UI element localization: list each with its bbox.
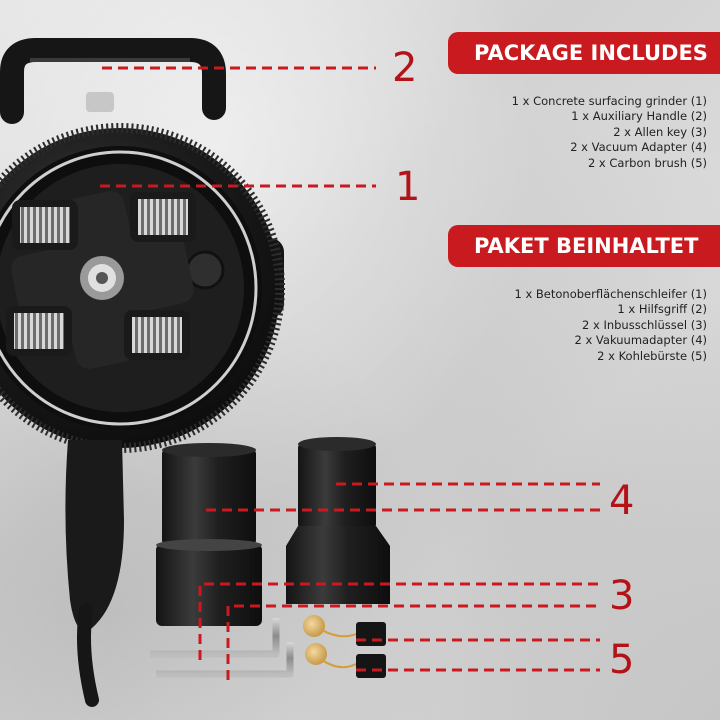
cutter-head <box>12 200 78 250</box>
list-item: 1 x Auxiliary Handle (2) <box>571 109 707 124</box>
allen-key <box>156 642 294 678</box>
list-item: 2 x Inbusschlüssel (3) <box>582 317 707 332</box>
paket-beinhaltet-banner: PAKET BEINHALTET <box>448 225 720 267</box>
list-item: 1 x Betonoberflächenschleifer (1) <box>514 287 707 301</box>
leader-lines <box>100 66 600 680</box>
package-list-en: 1 x Concrete surfacing grinder (1) 1 x A… <box>512 94 707 171</box>
vacuum-adapter <box>286 437 390 604</box>
allen-key <box>150 618 280 658</box>
cutter-head <box>124 310 190 360</box>
carbon-brush <box>305 643 386 678</box>
callout-number-vacuum-adapter: 4 <box>609 478 635 524</box>
leader-line-3a <box>198 582 600 660</box>
carbon-brush <box>303 615 386 646</box>
auxiliary-handle <box>0 38 226 124</box>
list-item: 2 x Kohlebürste (5) <box>597 348 707 363</box>
grinder-handle <box>65 440 124 707</box>
cutter-head <box>6 306 72 356</box>
leader-line-3b <box>226 604 600 680</box>
list-item: 1 x Concrete surfacing grinder (1) <box>511 94 707 108</box>
callout-number-handle: 2 <box>392 45 418 91</box>
callout-number-grinder: 1 <box>395 164 421 210</box>
list-item: 2 x Allen key (3) <box>613 124 707 139</box>
callout-number-carbon-brush: 5 <box>609 637 635 683</box>
list-item: 2 x Vakuumadapter (4) <box>574 333 708 348</box>
list-item: 1 x Hilfsgriff (2) <box>617 302 707 317</box>
list-item: 2 x Carbon brush (5) <box>587 155 707 170</box>
cutter-head <box>130 192 196 242</box>
list-item: 2 x Vacuum Adapter (4) <box>570 140 707 155</box>
package-includes-banner: PACKAGE INCLUDES <box>448 32 720 74</box>
vacuum-adapter <box>156 443 262 626</box>
callout-number-allen-key: 3 <box>609 573 635 619</box>
grinder-body <box>0 123 285 453</box>
package-list-de: 1 x Betonoberflächenschleifer (1) 1 x Hi… <box>514 287 707 364</box>
